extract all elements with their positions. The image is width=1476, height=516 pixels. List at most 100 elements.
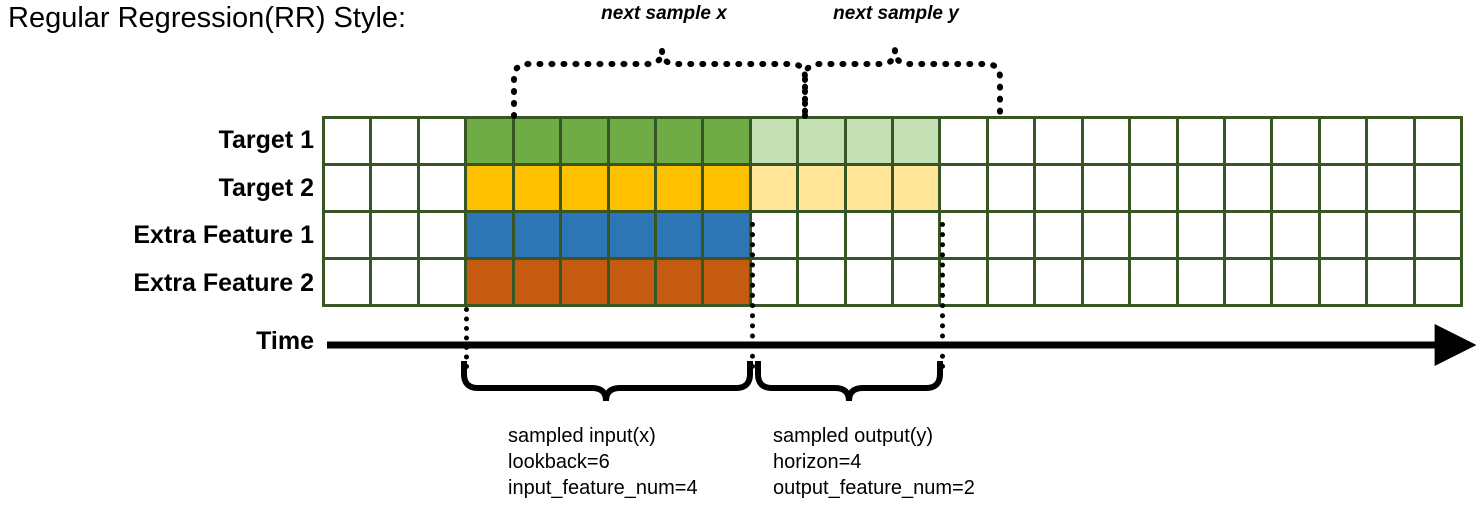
timeline-cell-input <box>467 166 512 210</box>
annotation-next-sample-y: next sample y <box>833 3 959 24</box>
row-label-extra-feature-2: Extra Feature 2 <box>133 269 314 297</box>
timeline-cell-blank <box>941 119 986 163</box>
timeline-cell-input <box>467 119 512 163</box>
timeline-cell-blank <box>1083 166 1129 210</box>
timeline-cell-output <box>799 119 844 163</box>
caption-input-line2: lookback=6 <box>508 451 610 473</box>
guide-line-output-end <box>940 222 945 369</box>
timeline-cell-blank <box>988 119 1034 163</box>
table-row <box>325 166 1461 210</box>
timeline-cell-blank <box>799 260 844 304</box>
timeline-cell-output <box>894 166 939 210</box>
timeline-cell-blank <box>1226 260 1271 304</box>
timeline-cell-input <box>514 260 560 304</box>
timeline-cell-blank <box>419 260 465 304</box>
timeline-cell-blank <box>1320 119 1366 163</box>
timeline-cell-blank <box>372 119 417 163</box>
timeline-cell-blank <box>1415 166 1461 210</box>
timeline-cell-input <box>562 119 607 163</box>
timeline-cell-blank <box>1368 166 1413 210</box>
timeline-cell-input <box>609 166 654 210</box>
page-title: Regular Regression(RR) Style: <box>8 2 407 34</box>
caption-input-line1: sampled input(x) <box>508 425 656 447</box>
timeline-cell-output <box>846 119 892 163</box>
timeline-cell-blank <box>419 119 465 163</box>
table-row <box>325 213 1461 257</box>
timeline-cell-blank <box>1320 260 1366 304</box>
timeline-cell-blank <box>1178 119 1224 163</box>
timeline-cell-blank <box>325 166 370 210</box>
timeline-cell-input <box>656 119 702 163</box>
table-row <box>325 260 1461 304</box>
timeline-cell-blank <box>988 213 1034 257</box>
timeline-cell-blank <box>894 260 939 304</box>
timeline-cell-input <box>609 213 654 257</box>
row-label-target-2: Target 2 <box>218 174 314 202</box>
caption-input-line3: input_feature_num=4 <box>508 477 698 499</box>
row-label-extra-feature-1: Extra Feature 1 <box>133 221 314 249</box>
timeline-cell-blank <box>1178 213 1224 257</box>
timeline-cell-input <box>704 166 749 210</box>
timeline-cell-blank <box>1273 213 1318 257</box>
timeline-cell-blank <box>1320 166 1366 210</box>
timeline-cell-blank <box>1226 119 1271 163</box>
timeline-cell-blank <box>1226 166 1271 210</box>
brace-sampled-input <box>461 361 753 402</box>
caption-output-line2: horizon=4 <box>773 451 862 473</box>
timeline-cell-blank <box>419 213 465 257</box>
timeline-cell-blank <box>1415 260 1461 304</box>
timeline-cell-blank <box>1368 213 1413 257</box>
timeline-cell-input <box>609 119 654 163</box>
timeline-cell-input <box>562 166 607 210</box>
timeline-cell-blank <box>894 213 939 257</box>
caption-output-line3: output_feature_num=2 <box>773 477 975 499</box>
brace-sampled-output <box>755 361 943 402</box>
brace-next-sample-y <box>802 49 1003 119</box>
caption-sampled-input: sampled input(x) lookback=6 input_featur… <box>508 423 698 501</box>
timeline-grid <box>322 116 1463 307</box>
timeline-cell-blank <box>1131 119 1176 163</box>
timeline-cell-blank <box>372 260 417 304</box>
timeline-cell-input <box>514 213 560 257</box>
caption-sampled-output: sampled output(y) horizon=4 output_featu… <box>773 423 975 501</box>
timeline-cell-blank <box>325 119 370 163</box>
timeline-cell-blank <box>751 260 797 304</box>
timeline-cell-blank <box>1273 260 1318 304</box>
timeline-cell-output <box>799 166 844 210</box>
timeline-cell-blank <box>941 260 986 304</box>
timeline-cell-blank <box>325 213 370 257</box>
caption-output-line1: sampled output(y) <box>773 425 934 447</box>
timeline-cell-blank <box>1415 119 1461 163</box>
timeline-cell-input <box>562 260 607 304</box>
timeline-cell-blank <box>1178 166 1224 210</box>
timeline-cell-blank <box>372 166 417 210</box>
timeline-cell-blank <box>988 260 1034 304</box>
timeline-cell-blank <box>846 260 892 304</box>
time-axis-label: Time <box>256 327 314 355</box>
timeline-cell-input <box>656 260 702 304</box>
brace-next-sample-x <box>511 49 808 119</box>
timeline-cell-input <box>514 166 560 210</box>
timeline-cell-blank <box>941 213 986 257</box>
timeline-cell-input <box>656 213 702 257</box>
timeline-cell-input <box>467 213 512 257</box>
timeline-cell-blank <box>988 166 1034 210</box>
timeline-cell-blank <box>1320 213 1366 257</box>
timeline-cell-blank <box>846 213 892 257</box>
timeline-cell-blank <box>1178 260 1224 304</box>
annotation-next-sample-x: next sample x <box>601 3 727 24</box>
timeline-cell-blank <box>325 260 370 304</box>
timeline-cell-blank <box>1226 213 1271 257</box>
timeline-cell-blank <box>751 213 797 257</box>
timeline-cell-blank <box>1083 213 1129 257</box>
timeline-cell-input <box>704 260 749 304</box>
timeline-cell-input <box>704 213 749 257</box>
timeline-cell-input <box>562 213 607 257</box>
timeline-cell-input <box>514 119 560 163</box>
timeline-cell-input <box>656 166 702 210</box>
timeline-cell-input <box>467 260 512 304</box>
timeline-cell-blank <box>799 213 844 257</box>
timeline-cell-blank <box>1036 166 1081 210</box>
timeline-cell-blank <box>1131 260 1176 304</box>
